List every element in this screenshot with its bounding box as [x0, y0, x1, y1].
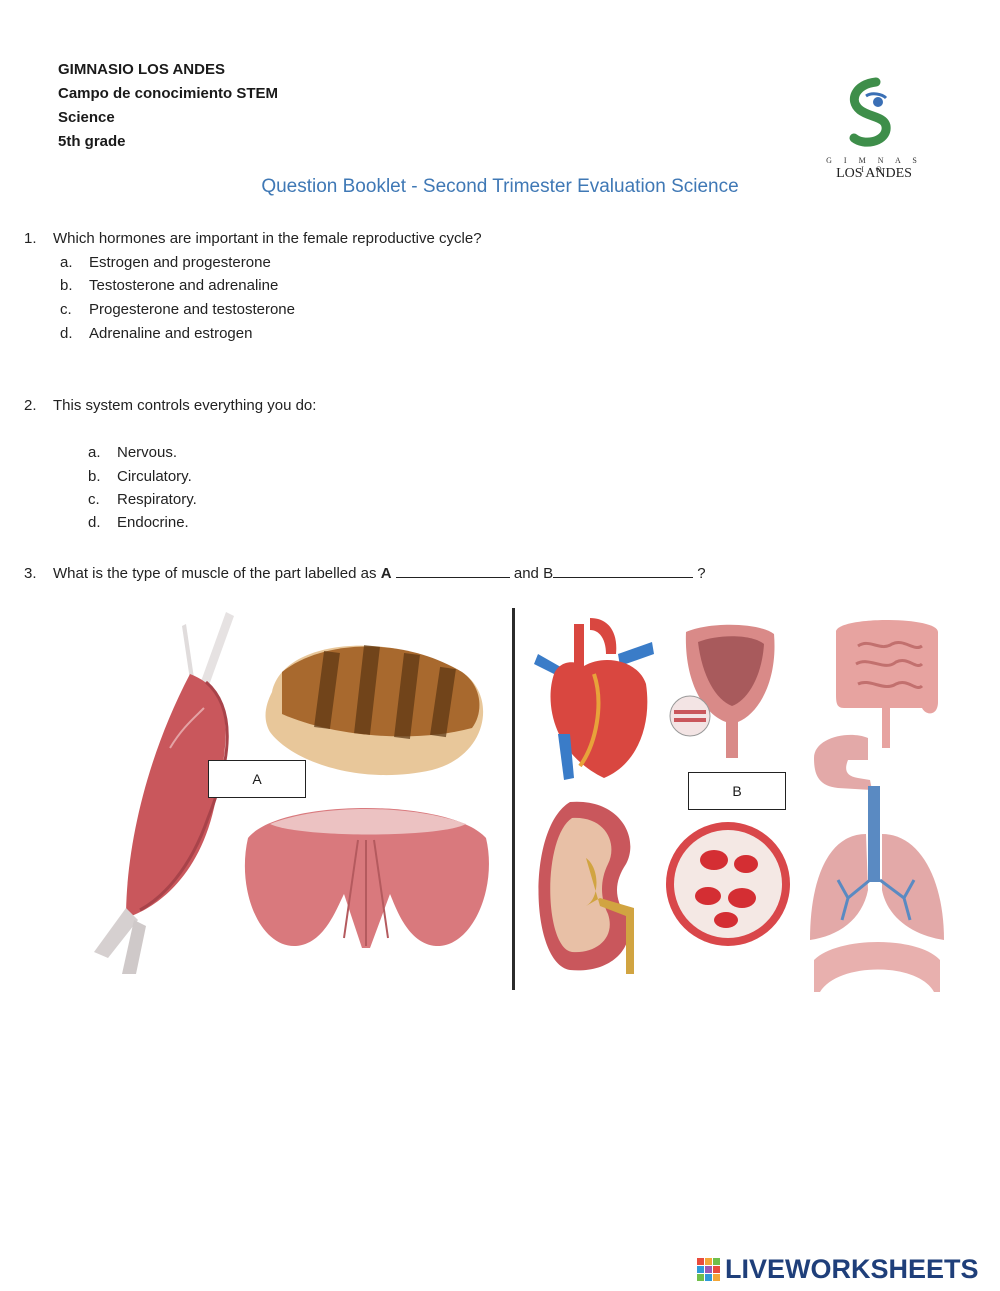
liveworksheets-logo[interactable]: LIVEWORKSHEETS [697, 1252, 997, 1286]
label-box-b: B [688, 772, 786, 810]
brand-squares-icon [697, 1258, 720, 1281]
option-2c[interactable]: c. Respiratory. [88, 491, 197, 508]
option-text: Circulatory. [117, 468, 192, 485]
option-letter: d. [88, 514, 101, 531]
brand-name: LIVEWORKSHEETS [725, 1254, 979, 1284]
option-text: Adrenaline and estrogen [89, 325, 253, 342]
question-text-before: What is the type of muscle of the part l… [53, 565, 377, 582]
option-letter: a. [88, 444, 101, 461]
diaphragm-image [244, 808, 489, 948]
option-letter: c. [60, 301, 72, 318]
option-letter: a. [60, 254, 73, 271]
answer-blank-b[interactable] [553, 563, 694, 578]
school-logo-icon [849, 77, 891, 147]
heart-image [534, 618, 654, 780]
question-number: 2. [24, 397, 37, 414]
label-box-a: A [208, 760, 306, 798]
option-text: Testosterone and adrenaline [89, 277, 279, 294]
question-3: 3. What is the type of muscle of the part… [24, 563, 706, 582]
intestines-image [836, 620, 938, 748]
question-text-middle: and B [513, 565, 554, 582]
school-name: GIMNASIO LOS ANDES [58, 61, 225, 78]
option-2d[interactable]: d. Endocrine. [88, 514, 189, 531]
option-letter: d. [60, 325, 73, 342]
question-2: 2. This system controls everything you do… [24, 397, 316, 414]
bladder-image [669, 624, 775, 758]
label-a-reference: A [380, 565, 392, 582]
image-divider [512, 608, 515, 990]
question-number: 3. [24, 565, 37, 582]
knowledge-field: Campo de conocimiento STEM [58, 85, 279, 102]
option-1a[interactable]: a. Estrogen and progesterone [60, 254, 271, 271]
answer-blank-a[interactable] [395, 563, 510, 578]
question-text: This system controls everything you do: [53, 397, 317, 414]
logo-text-top: G I M N A S I O [826, 156, 922, 174]
option-letter: b. [60, 277, 73, 294]
option-letter: b. [88, 468, 101, 485]
option-text: Endocrine. [117, 514, 189, 531]
lungs-image [810, 734, 944, 992]
option-letter: c. [88, 491, 100, 508]
option-1d[interactable]: d. Adrenaline and estrogen [60, 325, 252, 342]
question-text: Which hormones are important in the fema… [53, 230, 482, 247]
option-text: Estrogen and progesterone [89, 254, 271, 271]
logo-text-bottom: LOS ANDES [836, 166, 912, 181]
option-2a[interactable]: a. Nervous. [88, 444, 177, 461]
option-1b[interactable]: b. Testosterone and adrenaline [60, 277, 278, 294]
page-title: Question Booklet - Second Trimester Eval… [261, 176, 739, 197]
question-1: 1. Which hormones are important in the fe… [24, 230, 482, 247]
cardiac-muscle-cells-image [265, 645, 484, 776]
option-text: Nervous. [117, 444, 178, 461]
option-text: Progesterone and testosterone [89, 301, 295, 318]
option-2b[interactable]: b. Circulatory. [88, 468, 192, 485]
school-logo: G I M N A S I O LOS ANDES [826, 76, 922, 186]
kidney-image [538, 801, 634, 974]
skeletal-muscle-image [94, 612, 234, 974]
document-header: GIMNASIO LOS ANDES Campo de conocimiento… [58, 58, 278, 154]
option-1c[interactable]: c. Progesterone and testosterone [60, 301, 295, 318]
option-text: Respiratory. [117, 491, 197, 508]
blood-vessel-image [666, 822, 790, 946]
subject: Science [58, 109, 115, 126]
question-number: 1. [24, 230, 37, 247]
question-text-end: ? [697, 565, 706, 582]
grade: 5th grade [58, 133, 126, 150]
